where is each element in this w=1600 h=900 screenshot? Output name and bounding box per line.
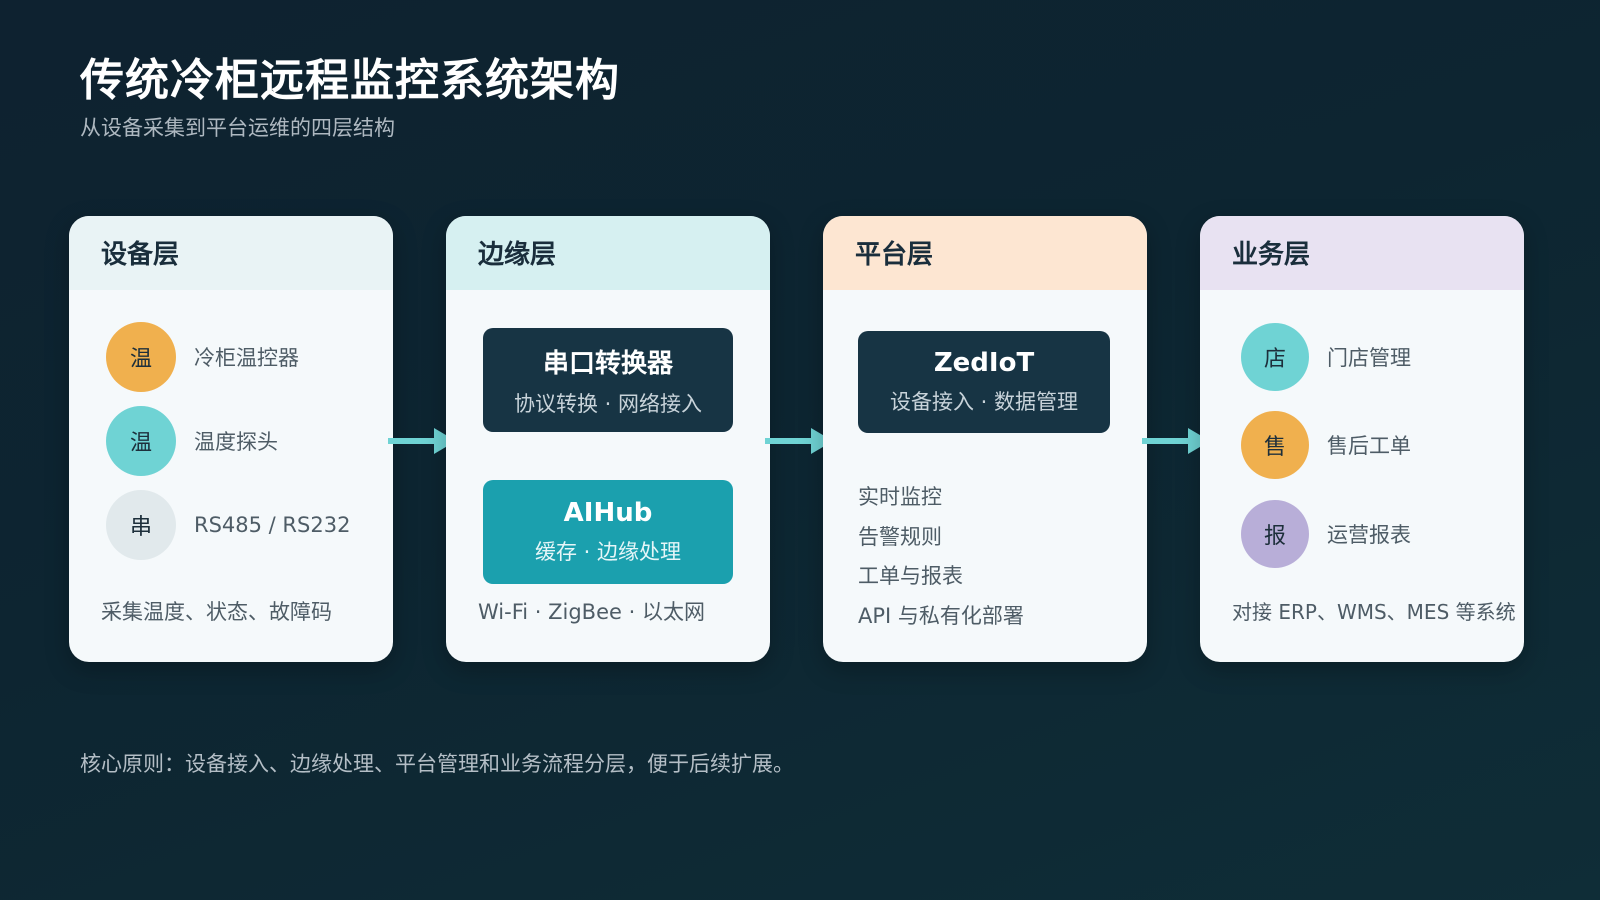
list-item: 实时监控 (858, 485, 942, 509)
device-layer-title: 设备层 (69, 216, 393, 290)
business-layer-note: 对接 ERP、WMS、MES 等系统 (1232, 600, 1516, 624)
aihub-box: AIHub 缓存 · 边缘处理 (483, 480, 733, 584)
box-subtitle: 缓存 · 边缘处理 (534, 540, 682, 564)
business-item-label: 售后工单 (1327, 434, 1411, 458)
zediot-platform-box: ZedIoT 设备接入 · 数据管理 (858, 331, 1110, 433)
list-item: 工单与报表 (858, 564, 963, 588)
business-item: 报 运营报表 (1241, 500, 1411, 568)
list-item: 告警规则 (858, 524, 942, 549)
device-item: 温 温度探头 (106, 406, 278, 476)
business-item: 售 售后工单 (1241, 411, 1411, 479)
temperature-controller-icon: 温 (106, 322, 176, 392)
arrow-right-icon (388, 428, 456, 454)
page-title: 传统冷柜远程监控系统架构 (80, 55, 620, 106)
platform-layer-title: 平台层 (823, 216, 1147, 290)
serial-converter-box: 串口转换器 协议转换 · 网络接入 (483, 328, 733, 432)
box-subtitle: 设备接入 · 数据管理 (889, 390, 1079, 414)
device-item: 温 冷柜温控器 (106, 322, 299, 392)
business-layer-title: 业务层 (1200, 216, 1524, 290)
device-item-label: RS485 / RS232 (194, 513, 351, 537)
store-icon: 店 (1241, 323, 1309, 391)
device-layer-note: 采集温度、状态、故障码 (101, 600, 332, 624)
temperature-probe-icon: 温 (106, 406, 176, 476)
edge-layer-title: 边缘层 (446, 216, 770, 290)
device-item-label: 冷柜温控器 (194, 346, 299, 370)
box-title: AIHub (563, 498, 653, 528)
arrow-right-icon (1142, 428, 1210, 454)
business-item-label: 运营报表 (1327, 523, 1411, 547)
device-item-label: 温度探头 (194, 430, 278, 454)
serial-port-icon: 串 (106, 490, 176, 560)
list-item: API 与私有化部署 (858, 603, 1024, 628)
platform-layer-card: 平台层 ZedIoT 设备接入 · 数据管理 实时监控 告警规则 工单与报表 A… (823, 216, 1147, 662)
report-icon: 报 (1241, 500, 1309, 568)
edge-layer-note: Wi-Fi · ZigBee · 以太网 (478, 600, 705, 624)
box-title: ZedIoT (933, 348, 1035, 378)
after-sales-icon: 售 (1241, 411, 1309, 479)
platform-feature-list: 实时监控 告警规则 工单与报表 API 与私有化部署 (858, 482, 1024, 640)
device-item: 串 RS485 / RS232 (106, 490, 350, 560)
device-layer-card: 设备层 温 冷柜温控器 温 温度探头 串 RS485 / RS232 采集温度、… (69, 216, 393, 662)
business-item: 店 门店管理 (1241, 323, 1411, 391)
arrow-right-icon (765, 428, 833, 454)
box-subtitle: 协议转换 · 网络接入 (513, 391, 703, 416)
business-item-label: 门店管理 (1327, 346, 1411, 370)
edge-layer-card: 边缘层 串口转换器 协议转换 · 网络接入 AIHub 缓存 · 边缘处理 Wi… (446, 216, 770, 662)
footer-principle: 核心原则：设备接入、边缘处理、平台管理和业务流程分层，便于后续扩展。 (80, 752, 794, 776)
business-layer-card: 业务层 店 门店管理 售 售后工单 报 运营报表 对接 ERP、WMS、MES … (1200, 216, 1524, 662)
box-title: 串口转换器 (542, 348, 673, 379)
page-subtitle: 从设备采集到平台运维的四层结构 (80, 116, 395, 140)
